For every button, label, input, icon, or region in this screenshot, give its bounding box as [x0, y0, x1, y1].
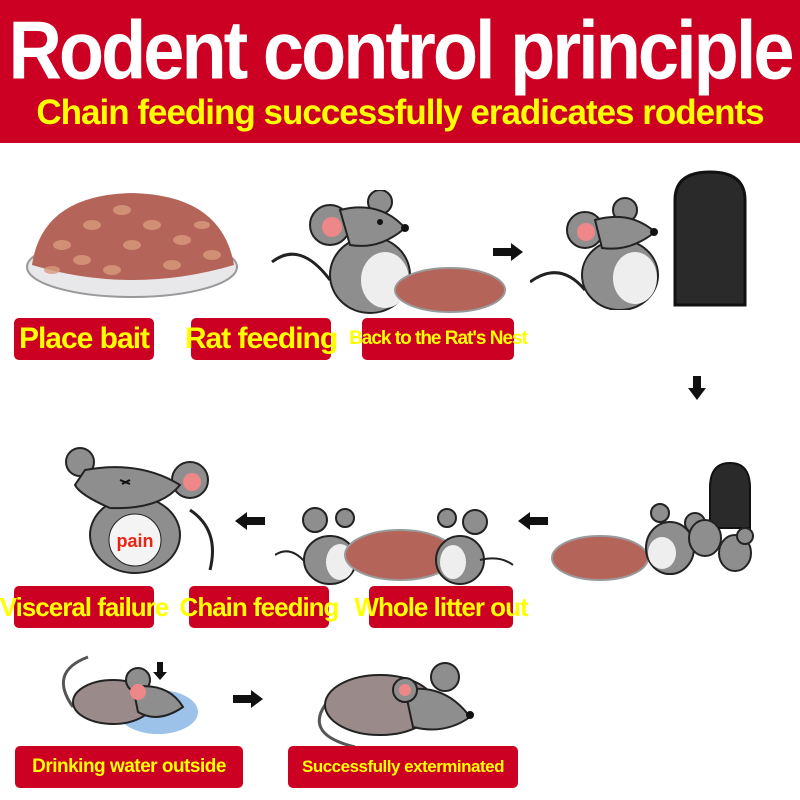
- step-label-drinking-water-outside: Drinking water outside: [15, 746, 243, 788]
- rat-lying-dead-illustration: [317, 662, 474, 749]
- arrow-left-icon: [518, 512, 548, 530]
- two-rats-sharing-bait-illustration: [275, 507, 514, 585]
- step-label-successfully-exterminated: Successfully exterminated: [288, 746, 518, 788]
- step-label-whole-litter-out: Whole litter out: [354, 586, 529, 628]
- bait-bowl-illustration: [26, 193, 238, 298]
- page-subtitle: Chain feeding successfully eradicates ro…: [36, 93, 764, 132]
- step-label-back-to-nest: Back to the Rat's Nest: [349, 318, 528, 360]
- step-label-rat-feeding: Rat feeding: [185, 318, 338, 360]
- step-label-chain-feeding: Chain feeding: [180, 586, 339, 628]
- step-label-place-bait: Place bait: [14, 318, 154, 360]
- header-banner: Rodent control principle Chain feeding s…: [0, 0, 800, 143]
- step-label-visceral-failure: Visceral failure: [0, 586, 169, 628]
- arrow-down-icon: [688, 376, 706, 400]
- pain-text: pain: [116, 531, 153, 551]
- rat-in-pain-illustration: pain: [65, 447, 214, 574]
- arrow-left-icon: [235, 512, 265, 530]
- arrow-right-icon: [233, 690, 263, 708]
- rat-drinking-water-illustration: [62, 655, 198, 734]
- page-title: Rodent control principle: [8, 3, 794, 97]
- arrow-right-icon: [493, 243, 523, 261]
- rats-leaving-nest-illustration: [551, 461, 754, 581]
- arrow-down-icon: [153, 662, 167, 680]
- rat-by-nest-door-illustration: [530, 170, 747, 310]
- rat-eating-bait-illustration: [271, 190, 506, 314]
